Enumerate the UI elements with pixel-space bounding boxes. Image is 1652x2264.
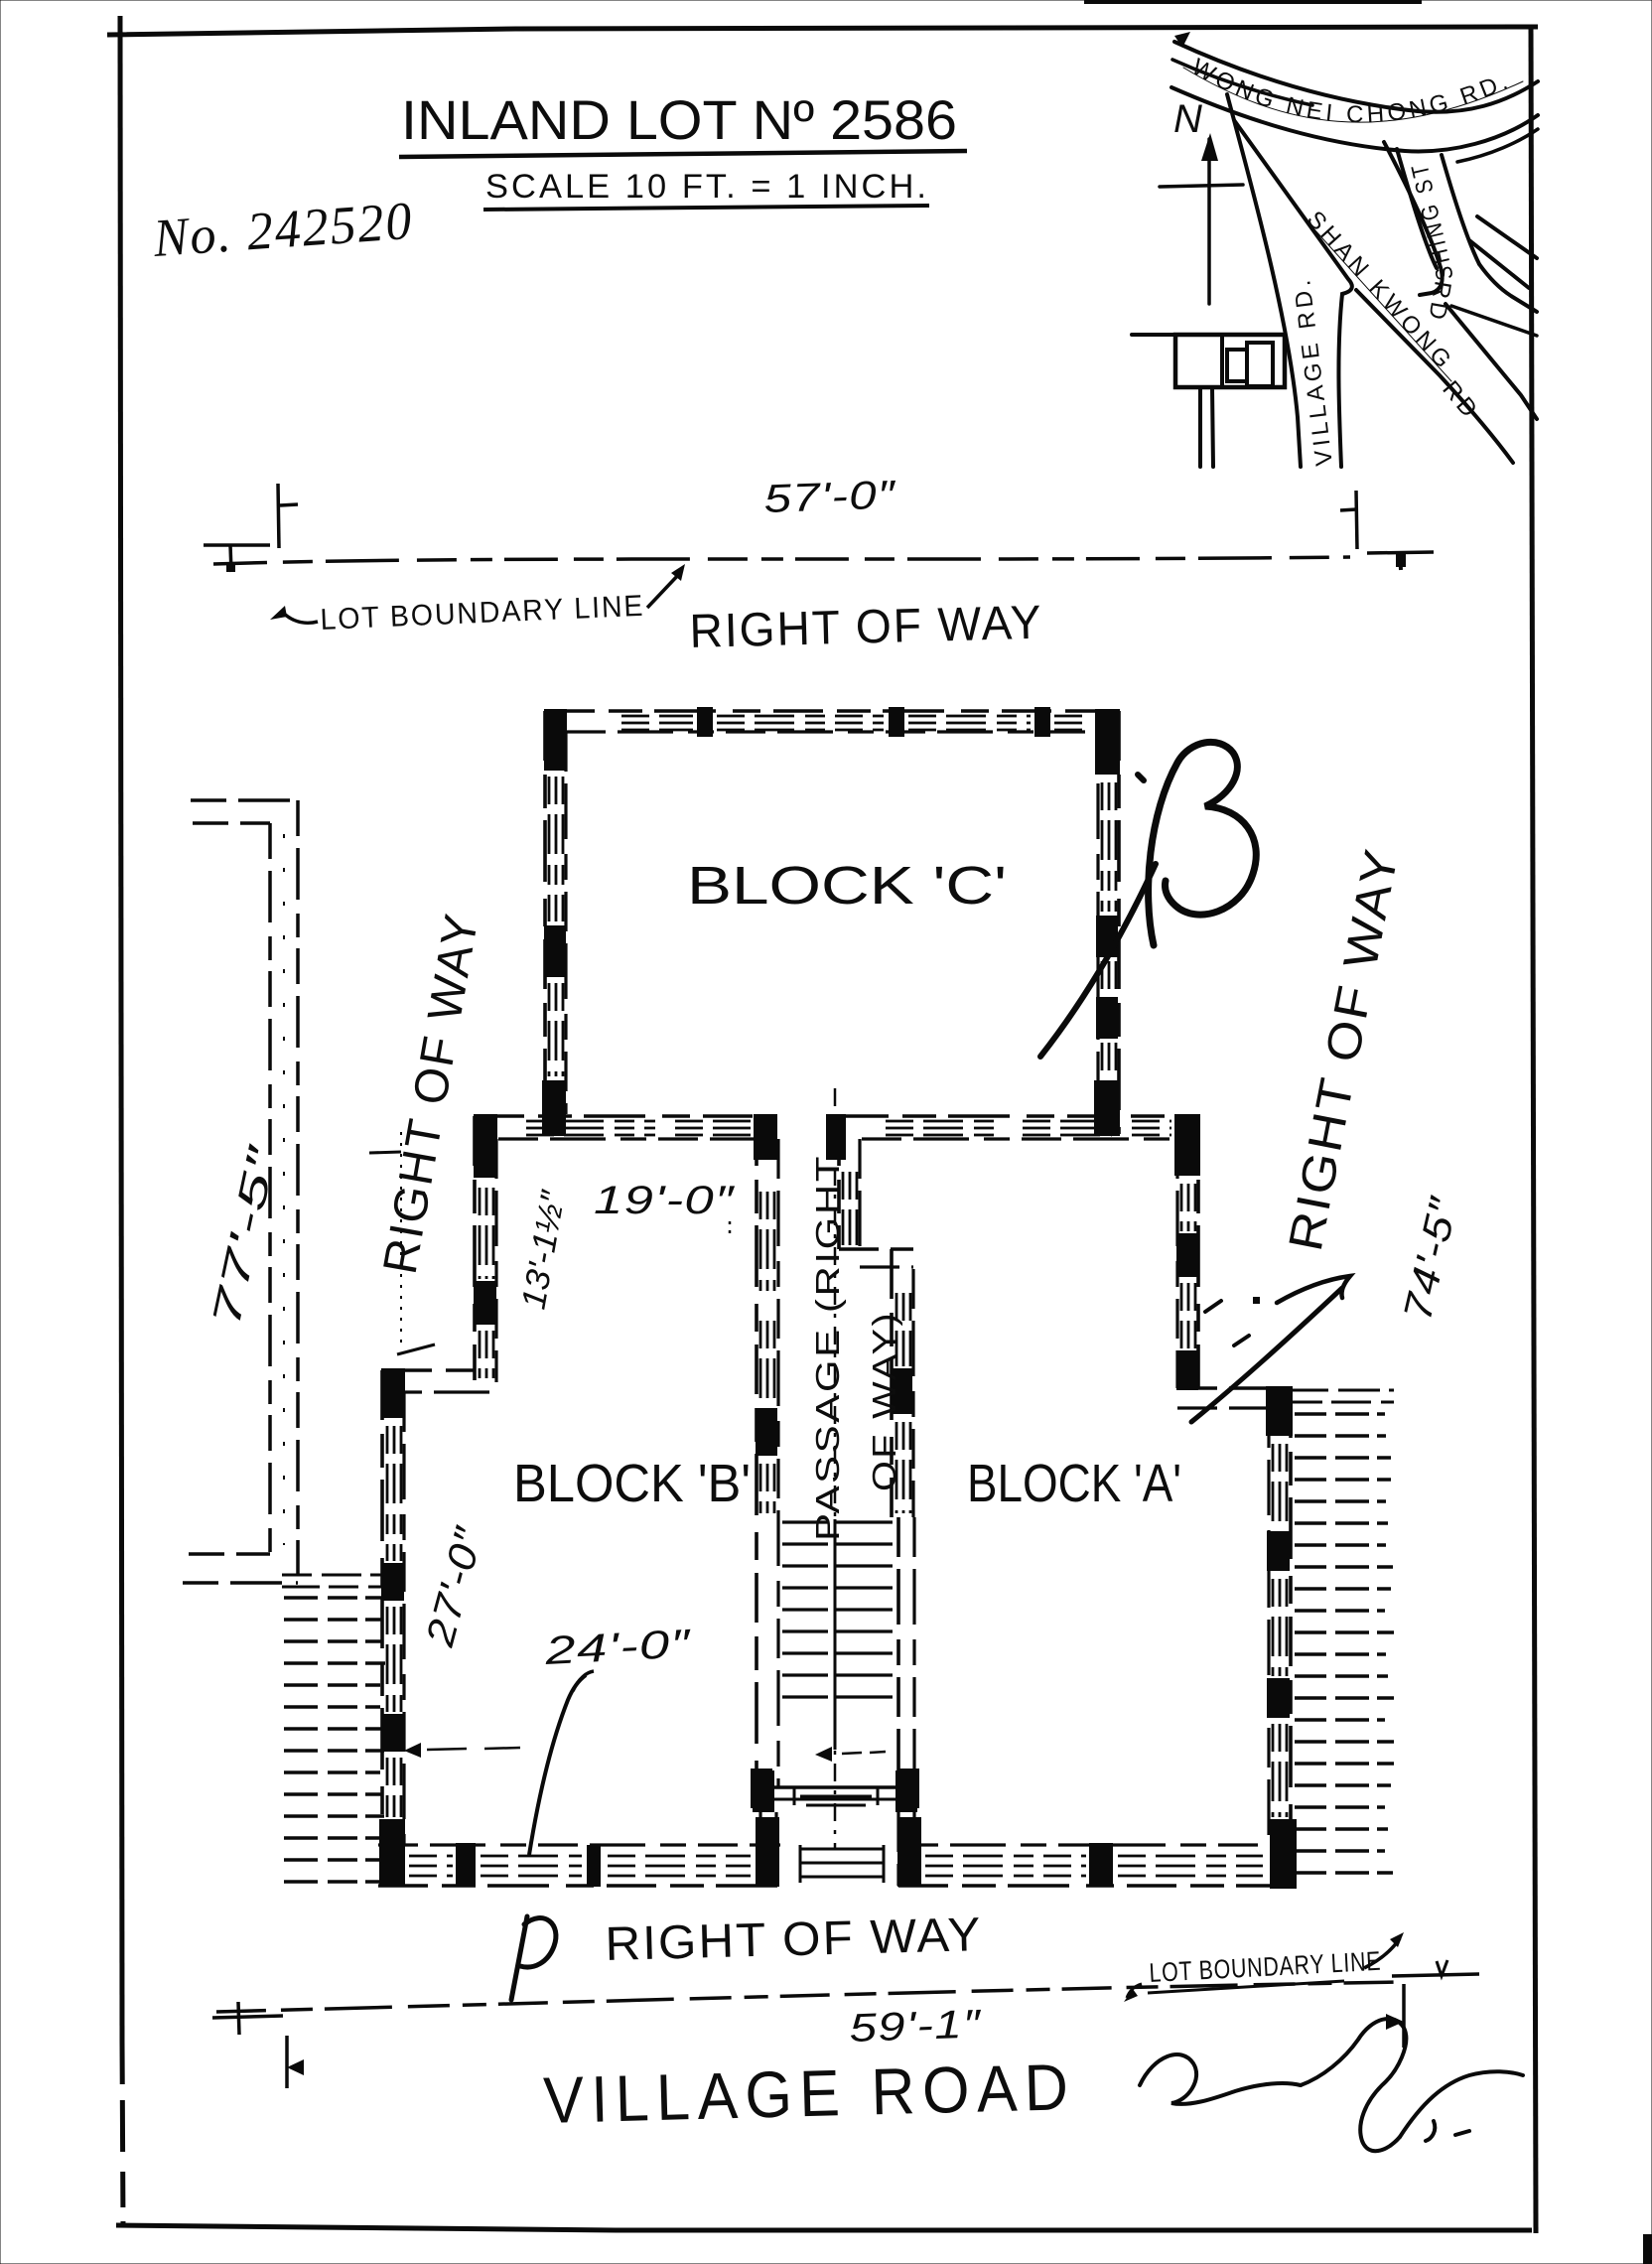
block-b-label: BLOCK 'B' bbox=[513, 1454, 751, 1513]
block-b-walls bbox=[378, 1116, 780, 1888]
village-road-label: VILLAGE ROAD bbox=[542, 2050, 1076, 2137]
road-line bbox=[1449, 304, 1539, 338]
block-a-walls bbox=[837, 1116, 1297, 1889]
north-arrow-head bbox=[1201, 133, 1218, 161]
road-village-west-edge bbox=[1225, 92, 1303, 469]
road-shan-kwong-east-edge bbox=[1444, 302, 1539, 421]
road-shing-west-edge bbox=[1395, 147, 1439, 270]
right-steps-hatch bbox=[1293, 1388, 1394, 1875]
passage-and-stairs bbox=[751, 1088, 919, 1883]
road-line bbox=[1455, 127, 1540, 164]
scan-edge-artifact bbox=[1643, 2234, 1652, 2264]
dim-bottom: 59'-1″ bbox=[849, 2002, 983, 2051]
dim-arrowhead bbox=[287, 2059, 304, 2075]
handwritten-mark-b bbox=[1037, 739, 1260, 1060]
passage-label-line2: OF WAY) bbox=[866, 1311, 902, 1491]
left-steps-hatch bbox=[282, 1573, 386, 1884]
road-line bbox=[1467, 238, 1531, 290]
dim-block-b-width: 24'-0″ bbox=[543, 1622, 694, 1673]
scan-edge-artifact bbox=[1084, 0, 1422, 4]
pen-flag bbox=[1174, 32, 1190, 48]
dim-top: 57'-0″ bbox=[763, 473, 897, 521]
right-of-way-bottom: RIGHT OF WAY bbox=[605, 1909, 983, 1971]
handwritten-mark-p bbox=[508, 1913, 559, 2003]
road-line bbox=[1475, 214, 1539, 260]
north-label: N bbox=[1173, 97, 1202, 141]
left-boundary-bracket bbox=[183, 798, 300, 1585]
road-wong-nei-chong-edge bbox=[1172, 40, 1540, 114]
block-ba-top-walls bbox=[474, 1114, 1200, 1178]
handwritten-stroke bbox=[571, 1669, 595, 1692]
leader-arrowhead bbox=[1390, 1932, 1404, 1947]
stair-arrow bbox=[815, 1747, 832, 1762]
block-a-label: BLOCK 'A' bbox=[967, 1454, 1181, 1513]
page-border bbox=[106, 0, 1652, 2264]
road-village-east-edge bbox=[1232, 118, 1354, 469]
map-lot-footprint bbox=[1130, 332, 1288, 469]
passage-label-line1: PASSAGE (RIGHT bbox=[809, 1154, 846, 1541]
right-of-way-top: RIGHT OF WAY bbox=[689, 597, 1043, 658]
dim-arrowhead bbox=[404, 1743, 421, 1758]
road-shan-kwong-east-edge bbox=[1382, 140, 1445, 297]
road-shan-kwong-west-edge bbox=[1354, 288, 1515, 465]
scale-note: SCALE 10 FT. = 1 INCH. bbox=[485, 168, 929, 206]
road-wong-nei-chong-edge bbox=[1170, 85, 1540, 154]
drawing-title: INLAND LOT Nº 2586 bbox=[401, 88, 957, 151]
dim-room-width: 19'-0″ bbox=[594, 1179, 736, 1222]
north-arrow-crossbar bbox=[1158, 183, 1245, 189]
leader-arrowhead bbox=[270, 606, 287, 620]
road-shing-east-edge bbox=[1440, 153, 1481, 266]
interior-dimensions: 19'-0″ 13'-1½″ 27'-0″ 24'-0″ bbox=[368, 1132, 736, 1856]
handwritten-b-glyph bbox=[1145, 739, 1260, 949]
road-line bbox=[1477, 262, 1539, 314]
road-line bbox=[1170, 58, 1314, 107]
handwritten-scrawl-right bbox=[1188, 1272, 1356, 1425]
title-block: INLAND LOT Nº 2586 SCALE 10 FT. = 1 INCH… bbox=[151, 88, 968, 268]
leader-arrowhead bbox=[1124, 1989, 1138, 2002]
leader-arrowhead bbox=[671, 564, 685, 581]
signature-scribble bbox=[1138, 2017, 1525, 2153]
block-c-label: BLOCK 'C' bbox=[687, 856, 1007, 916]
